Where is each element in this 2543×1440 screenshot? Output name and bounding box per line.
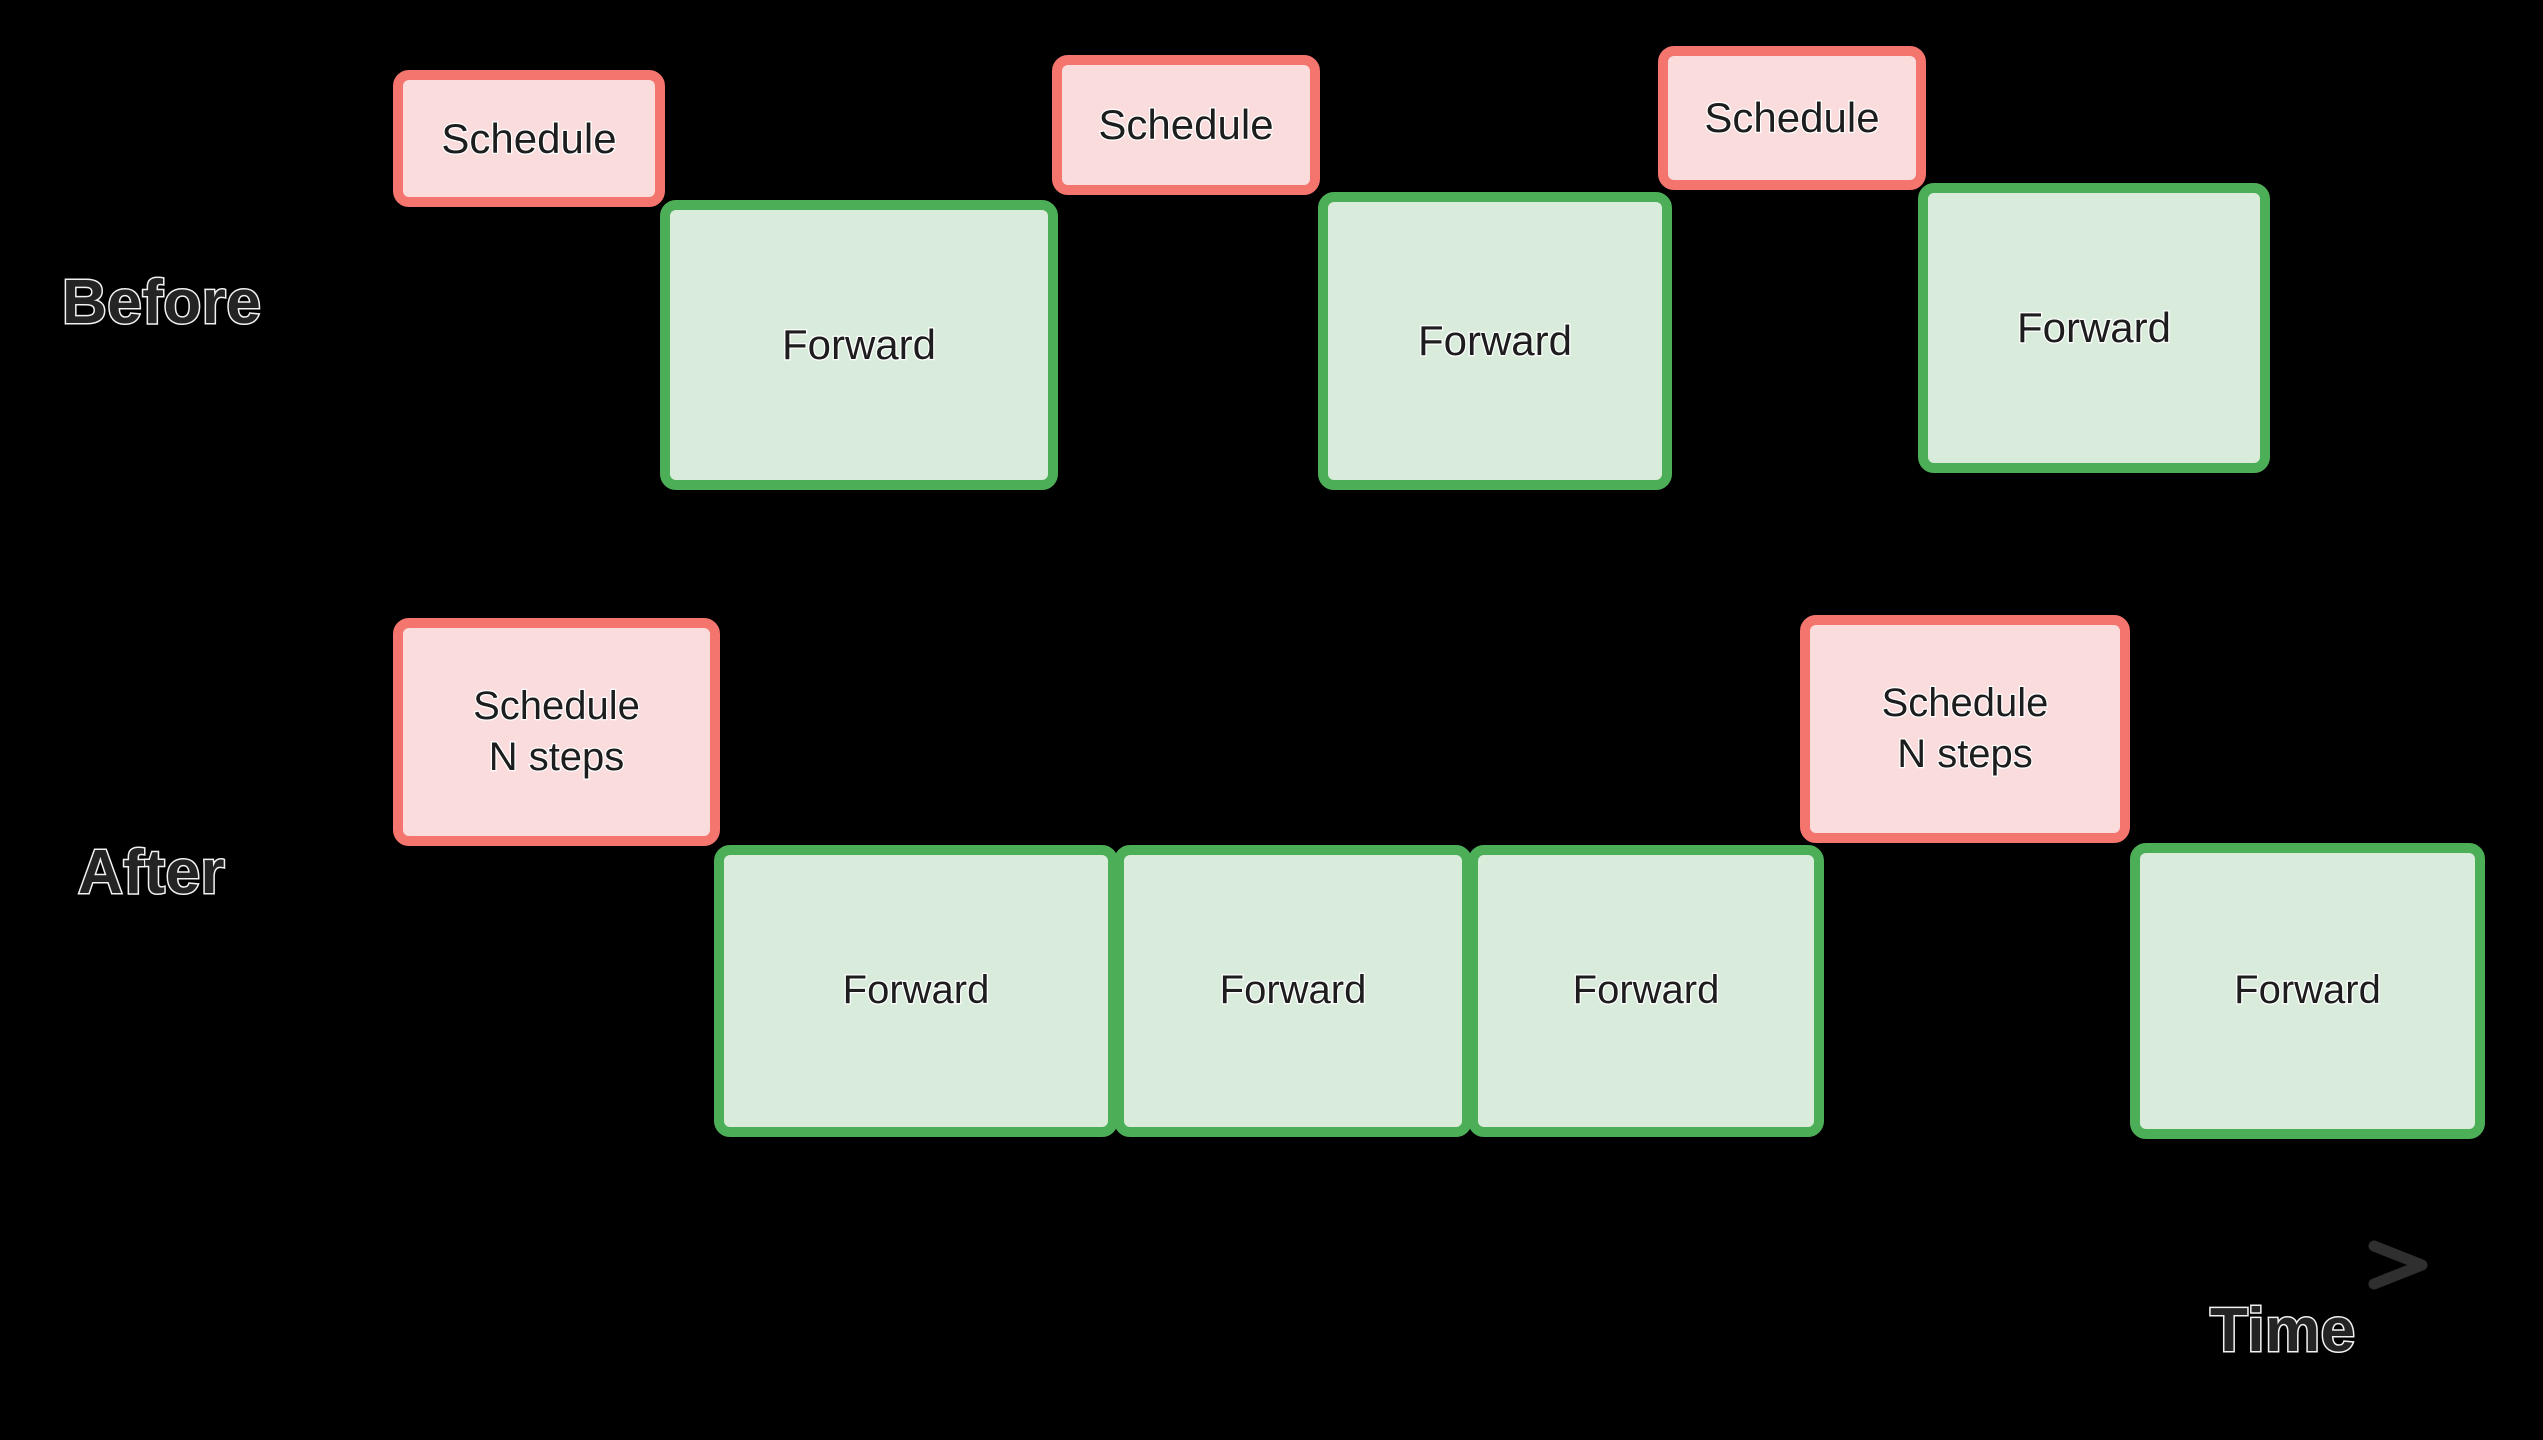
schedule-block-label: Schedule N steps [1880,680,2049,778]
forward-block-label: Forward [1571,967,1720,1014]
schedule-block-label: Schedule [440,113,618,162]
schedule-block-before-1: Schedule [393,70,665,207]
row-label-after: After [76,838,226,907]
axis-label-time: Time [2209,1296,2357,1365]
schedule-block-label: Schedule N steps [472,683,641,781]
schedule-block-before-5: Schedule [1658,46,1926,190]
forward-block-before-4: Forward [1318,192,1672,490]
schedule-block-before-3: Schedule [1052,55,1320,195]
forward-block-label: Forward [2016,303,2173,352]
forward-block-after-2: Forward [714,845,1118,1137]
forward-block-label: Forward [1218,967,1367,1014]
forward-block-after-4: Forward [1468,845,1824,1137]
axis-arrowhead [2368,1240,2428,1290]
forward-block-label: Forward [1417,316,1574,365]
forward-block-after-6: Forward [2130,843,2485,1139]
forward-block-label: Forward [781,320,938,369]
forward-block-label: Forward [2233,967,2382,1014]
schedule-block-after-1: Schedule N steps [393,618,720,846]
schedule-block-after-5: Schedule N steps [1800,615,2130,843]
forward-block-label: Forward [841,967,990,1014]
schedule-block-label: Schedule [1097,100,1275,149]
forward-block-before-2: Forward [660,200,1058,490]
forward-block-after-3: Forward [1114,845,1472,1137]
forward-block-before-6: Forward [1918,183,2270,473]
schedule-block-label: Schedule [1703,93,1881,142]
row-label-before: Before [60,268,262,337]
time-axis-arrow [378,1240,2428,1290]
